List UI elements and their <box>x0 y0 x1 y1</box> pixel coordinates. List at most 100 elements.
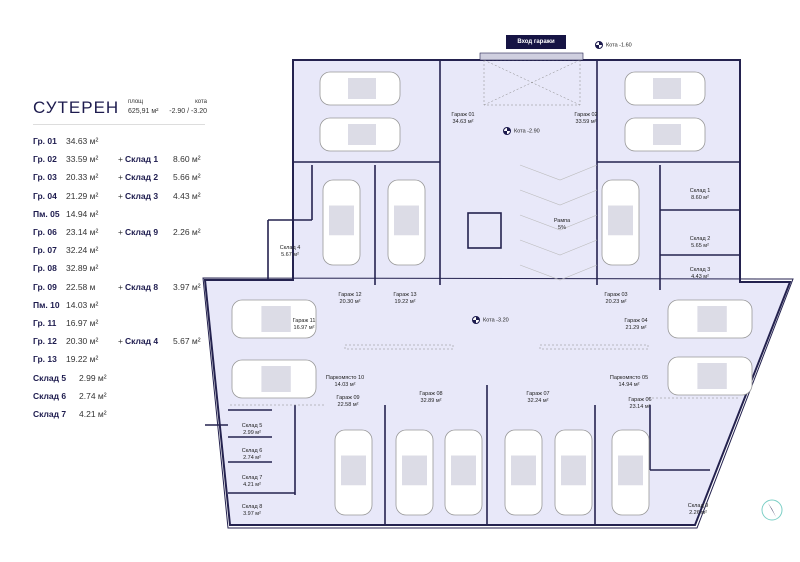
level-icon <box>503 127 511 135</box>
room-area: 2.99 м² <box>243 430 261 436</box>
legend-store: Склад 4 <box>125 336 159 347</box>
legend-name: Гр. 09 <box>33 281 57 292</box>
room-name: Склад 8 <box>241 504 263 510</box>
level-value: -2.90 / -3.20 <box>169 108 207 115</box>
room-name: Гараж 03 <box>604 292 628 298</box>
car-roof <box>608 205 633 236</box>
garage-entry-button[interactable]: Вход гаражи <box>506 35 566 49</box>
legend-name: Гр. 07 <box>33 245 57 256</box>
legend-area: 21.29 м² <box>66 190 99 201</box>
car-roof <box>653 78 681 99</box>
legend-area: 2.99 м² <box>79 372 107 383</box>
legend-store-area: 5.67 м² <box>173 336 201 347</box>
ramp-name: Рампа <box>553 218 571 224</box>
car-roof <box>341 455 366 486</box>
room-name: Склад 7 <box>241 475 263 481</box>
area-label: площ <box>128 99 144 105</box>
legend-store: Склад 3 <box>125 190 159 201</box>
car-roof <box>394 205 419 236</box>
legend-plus: + <box>118 154 123 165</box>
car-roof <box>451 455 476 486</box>
room-name: Склад 1 <box>689 188 711 194</box>
legend-store: Склад 1 <box>125 154 159 165</box>
room-area: 8.60 м² <box>691 195 709 201</box>
room-area: 32.89 м² <box>420 398 442 404</box>
legend-plus: + <box>118 172 123 183</box>
legend-area: 22.58 м <box>66 281 96 292</box>
ramp-slope: 5% <box>558 225 566 231</box>
room-name: Гараж 11 <box>292 318 316 324</box>
legend-store-area: 5.66 м² <box>173 172 201 183</box>
legend-name: Гр. 11 <box>33 318 57 328</box>
room-name: Гараж 01 <box>451 112 475 118</box>
car-roof <box>329 205 354 236</box>
room-area: 2.26 м² <box>689 510 707 516</box>
room-name: Склад 9 <box>687 503 709 509</box>
legend-name: Пм. 05 <box>33 208 60 219</box>
legend-name: Гр. 06 <box>33 227 57 237</box>
car-roof <box>697 363 727 389</box>
room-area: 22.58 м² <box>337 402 359 408</box>
floor-outline <box>203 59 792 526</box>
level-text: Кота -2.90 <box>514 128 540 135</box>
area-value: 625,91 м² <box>128 108 159 115</box>
legend-area: 16.97 м² <box>66 318 99 328</box>
room-name: Гараж 06 <box>628 397 652 403</box>
legend-area: 20.33 м² <box>66 172 99 183</box>
car-roof <box>261 306 291 332</box>
level-marker: Кота -1.60 <box>595 41 632 49</box>
legend-name: Гр. 02 <box>33 154 57 165</box>
room-area: 14.03 м² <box>334 382 356 388</box>
legend-area: 32.89 м² <box>66 263 99 274</box>
legend-area: 19.22 м² <box>66 354 99 365</box>
divider <box>33 124 205 125</box>
room-name: Гараж 09 <box>336 395 360 401</box>
legend-area: 14.03 м² <box>66 299 99 310</box>
level-icon <box>472 316 480 324</box>
room-name: Гараж 02 <box>574 112 598 118</box>
legend-plus: + <box>118 281 123 292</box>
room-area: 20.30 м² <box>339 299 361 305</box>
room-area: 19.22 м² <box>394 299 416 305</box>
legend-area: 14.94 м² <box>66 208 99 219</box>
legend-name: Склад 7 <box>33 409 67 419</box>
level-marker: Кота -3.20 <box>472 316 509 324</box>
room-area: 16.97 м² <box>293 325 315 331</box>
room-name: Склад 4 <box>279 245 301 251</box>
car-roof <box>511 455 536 486</box>
legend-store-area: 8.60 м² <box>173 154 201 165</box>
car-roof <box>348 124 376 145</box>
legend-store-area: 3.97 м² <box>173 281 201 292</box>
page-title: СУТЕРЕН <box>33 98 120 117</box>
room-area: 33.59 м² <box>575 119 597 125</box>
legend-store-area: 2.26 м² <box>173 227 201 237</box>
legend-plus: + <box>118 227 123 237</box>
room-area: 34.63 м² <box>452 119 474 125</box>
room-name: Склад 3 <box>689 267 711 273</box>
room-area: 3.97 м² <box>243 511 261 517</box>
room-name: Склад 2 <box>689 236 711 242</box>
level-marker: Кота -2.90 <box>503 127 540 135</box>
legend-store: Склад 8 <box>125 281 159 292</box>
legend-plus: + <box>118 190 123 201</box>
